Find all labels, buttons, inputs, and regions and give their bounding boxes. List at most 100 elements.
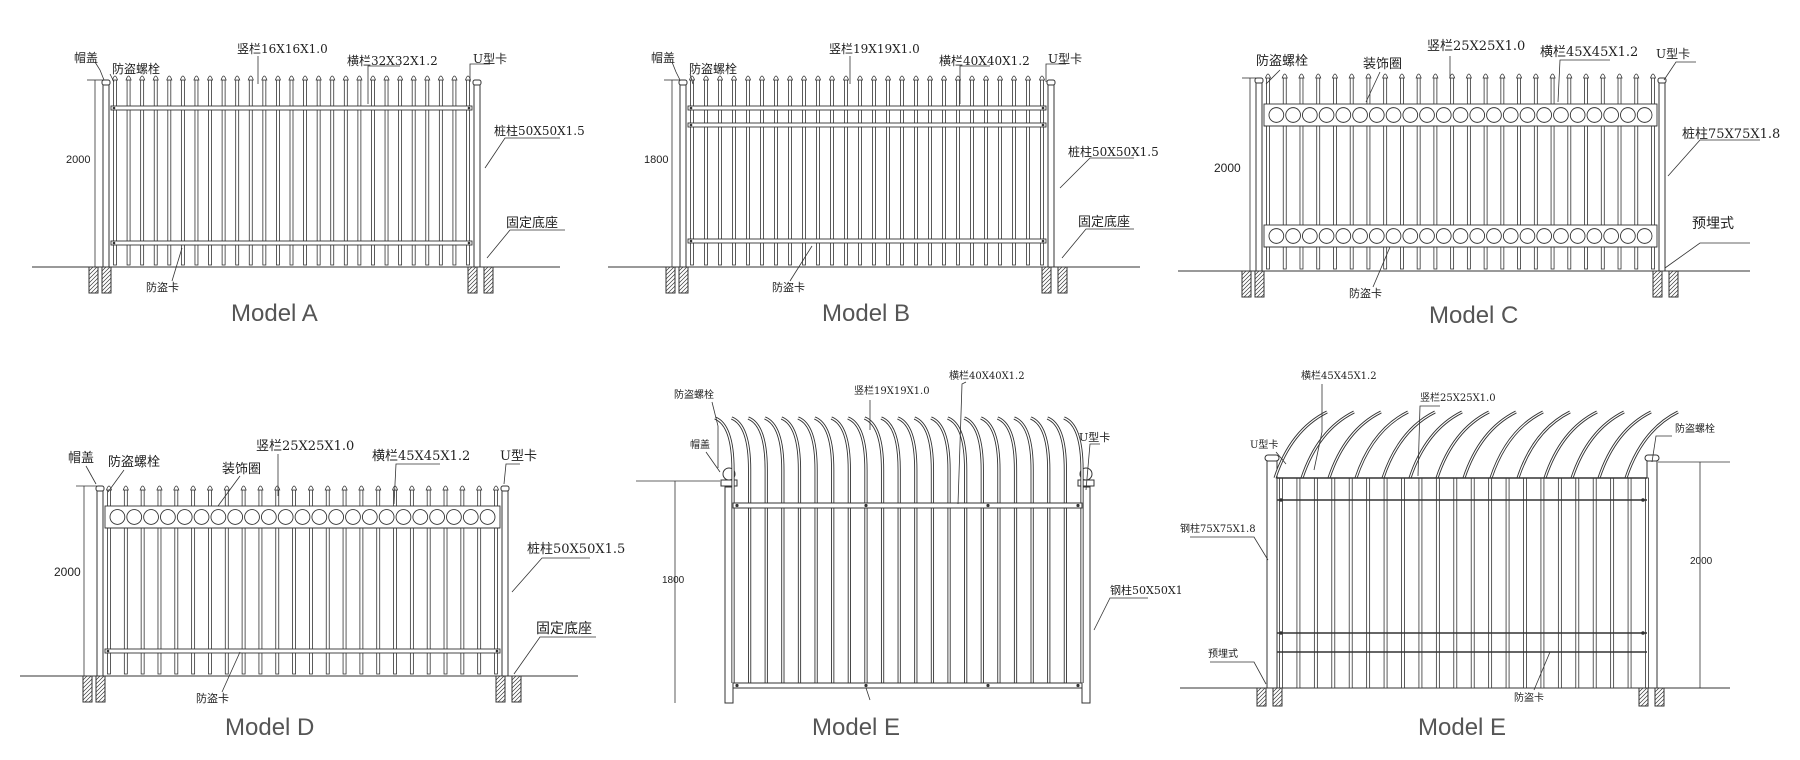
post-cap bbox=[101, 79, 111, 86]
hatch-line bbox=[483, 266, 489, 272]
label-u-clip: U型卡 bbox=[1250, 440, 1279, 451]
bolt-dot bbox=[864, 503, 868, 508]
fence-drawing-model-b bbox=[608, 56, 1140, 294]
picket bbox=[1313, 477, 1318, 689]
bolt-dot bbox=[1641, 631, 1645, 635]
picket bbox=[1331, 477, 1336, 689]
panel-model-b: 帽盖 防盗螺栓 竖栏19X19X1.0 横栏40X40X1.2 U型卡 桩柱50… bbox=[0, 0, 1200, 330]
hatch-line bbox=[1041, 266, 1047, 272]
hatch-line bbox=[95, 682, 106, 693]
model-title: Model C bbox=[1429, 302, 1519, 329]
bolt-dot bbox=[1076, 503, 1080, 508]
bolt-dot bbox=[495, 649, 499, 653]
decorative-ring bbox=[260, 509, 277, 525]
picket-inner bbox=[1063, 417, 1083, 683]
leader-line bbox=[959, 65, 990, 104]
picket-spear bbox=[342, 75, 349, 81]
hatch-line bbox=[90, 285, 99, 294]
bolt-dot bbox=[106, 649, 110, 653]
label-anti-theft-clip: 防盗卡 bbox=[772, 281, 805, 294]
decorative-ring bbox=[1536, 228, 1553, 244]
hatch-line bbox=[495, 678, 506, 689]
bolt-dot bbox=[1076, 683, 1080, 688]
picket-spear bbox=[492, 485, 500, 491]
hatch-line bbox=[1254, 273, 1265, 284]
picket-inner bbox=[797, 417, 817, 683]
footing-block bbox=[665, 266, 676, 294]
picket-inner bbox=[847, 417, 867, 683]
picket-spear bbox=[1649, 73, 1657, 79]
footing-block bbox=[467, 266, 478, 294]
hatch-line bbox=[483, 281, 494, 292]
picket-spear bbox=[814, 75, 822, 81]
picket bbox=[1540, 477, 1545, 689]
footing-block bbox=[1272, 687, 1283, 707]
picket-spear bbox=[464, 75, 472, 81]
leader-line bbox=[511, 557, 590, 593]
hatch-line bbox=[1652, 270, 1662, 280]
decorative-ring bbox=[1586, 107, 1603, 123]
hatch-line bbox=[467, 277, 478, 288]
hatch-line bbox=[101, 266, 107, 272]
hatch-line bbox=[101, 698, 106, 703]
picket-spear bbox=[125, 75, 132, 81]
picket-spear bbox=[206, 75, 214, 81]
picket-spear bbox=[437, 75, 444, 81]
picket-spear bbox=[1281, 73, 1288, 79]
decorative-ring bbox=[1419, 228, 1435, 244]
picket-spear bbox=[912, 75, 920, 81]
picket-spear bbox=[744, 75, 752, 81]
picket-spear bbox=[926, 75, 934, 81]
hatch-line bbox=[95, 690, 106, 701]
panel-model-e: 防盗螺栓 帽盖 竖栏19X19X1.0 横栏40X40X1.2 U型卡 钢柱50… bbox=[636, 372, 1183, 740]
arched-picket-inner bbox=[1328, 411, 1382, 479]
leader-line bbox=[107, 469, 125, 493]
decorative-ring bbox=[1569, 228, 1586, 244]
label-picket-spec: 竖栏25X25X1.0 bbox=[256, 439, 355, 454]
picket-spear bbox=[1516, 73, 1523, 79]
height-dimension: 1800 bbox=[662, 575, 685, 586]
hatch-line bbox=[665, 281, 676, 292]
leader-line bbox=[1190, 536, 1269, 561]
picket-spear bbox=[179, 75, 186, 81]
picket-spear bbox=[1499, 73, 1506, 79]
picket bbox=[1279, 477, 1283, 689]
decorative-ring bbox=[1385, 228, 1402, 244]
hatch-line bbox=[1674, 293, 1679, 298]
decorative-ring bbox=[1368, 107, 1385, 123]
decorative-ring bbox=[1268, 228, 1285, 244]
leader-line bbox=[865, 687, 871, 701]
decorative-ring bbox=[1620, 107, 1636, 123]
leader-line bbox=[1275, 451, 1287, 465]
picket-spear bbox=[702, 75, 710, 81]
hatch-line bbox=[678, 281, 689, 292]
leader-line bbox=[957, 381, 967, 505]
bolt-dot bbox=[1041, 123, 1045, 127]
picket-spear bbox=[842, 75, 850, 81]
arched-picket-inner bbox=[1409, 411, 1463, 479]
hatch-line bbox=[1638, 694, 1649, 705]
rail bbox=[110, 240, 473, 246]
hatch-line bbox=[107, 289, 112, 294]
leader-line bbox=[94, 61, 105, 81]
hatch-line bbox=[1057, 281, 1068, 292]
fence-drawing-model-e bbox=[636, 381, 1148, 704]
picket-spear bbox=[1633, 73, 1640, 79]
picket-spear bbox=[1616, 73, 1623, 79]
hatch-line bbox=[665, 266, 675, 276]
hatch-line bbox=[1057, 266, 1067, 276]
label-anti-theft-bolt: 防盗螺栓 bbox=[1256, 54, 1309, 69]
decorative-ring bbox=[1452, 228, 1469, 244]
label-fixed-base: 固定底座 bbox=[1078, 215, 1131, 230]
hatch-line bbox=[678, 273, 689, 284]
decorative-ring bbox=[1385, 107, 1402, 123]
leader-line bbox=[109, 73, 115, 83]
hatch-line bbox=[467, 266, 477, 276]
bolt-dot bbox=[864, 683, 868, 688]
hatch-line bbox=[483, 269, 494, 280]
picket bbox=[1435, 477, 1440, 689]
picket-spear bbox=[302, 75, 309, 81]
picket-spear bbox=[329, 75, 336, 81]
picket-spear bbox=[193, 75, 200, 81]
leader-line bbox=[1365, 71, 1381, 103]
